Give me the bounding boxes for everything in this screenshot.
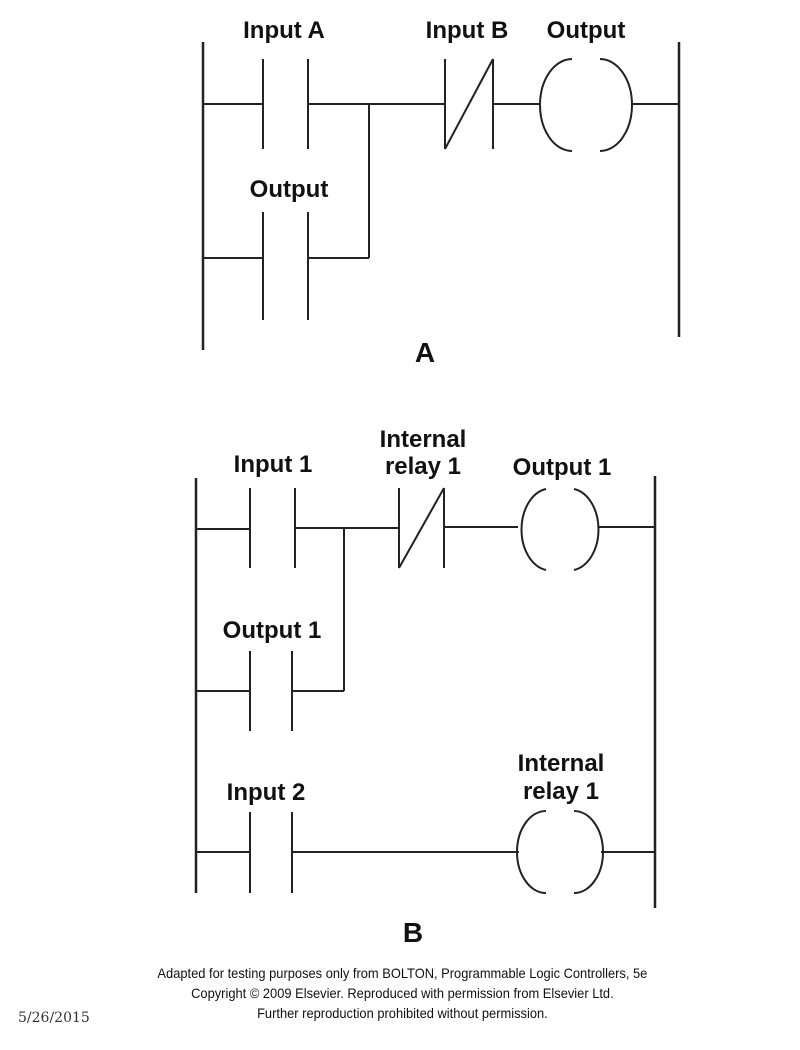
credit-line-2: Copyright © 2009 Elsevier. Reproduced wi… xyxy=(191,985,614,1001)
contact-output-1-branch xyxy=(196,651,344,731)
contact-input-2 xyxy=(196,812,293,893)
contact-internal-relay-1-nc xyxy=(398,487,445,569)
date-stamp: 5/26/2015 xyxy=(18,1010,90,1026)
caption-b: B xyxy=(403,917,423,948)
label-output-1-coil: Output 1 xyxy=(513,454,612,481)
label-internal-relay-1-line2: relay 1 xyxy=(385,453,461,480)
contact-input-a xyxy=(203,59,309,149)
diagram-a: Input A Input B Output Output A xyxy=(201,17,681,368)
credit-line-1: Adapted for testing purposes only from B… xyxy=(157,965,648,981)
label-output-coil: Output xyxy=(547,17,626,44)
label-input-a: Input A xyxy=(243,17,325,44)
contact-input-1 xyxy=(196,488,296,568)
coil-output-1 xyxy=(520,488,600,571)
diagram-b: Input 1 Internal relay 1 Output 1 Output… xyxy=(194,426,657,948)
label-internal-relay-1-coil-line2: relay 1 xyxy=(523,778,599,805)
contact-output-branch xyxy=(203,212,369,320)
label-internal-relay-1-coil-line1: Internal xyxy=(518,750,605,777)
caption-a: A xyxy=(415,337,435,368)
label-input-1: Input 1 xyxy=(234,451,313,478)
coil-internal-relay-1 xyxy=(516,810,604,894)
coil-output xyxy=(539,58,633,152)
credit-line-3: Further reproduction prohibited without … xyxy=(257,1005,548,1021)
label-input-2: Input 2 xyxy=(227,779,306,806)
contact-input-b-nc xyxy=(444,58,494,150)
label-output-1-branch: Output 1 xyxy=(223,617,322,644)
label-output-branch: Output xyxy=(250,176,329,203)
label-internal-relay-1-line1: Internal xyxy=(380,426,467,453)
label-input-b: Input B xyxy=(426,17,509,44)
